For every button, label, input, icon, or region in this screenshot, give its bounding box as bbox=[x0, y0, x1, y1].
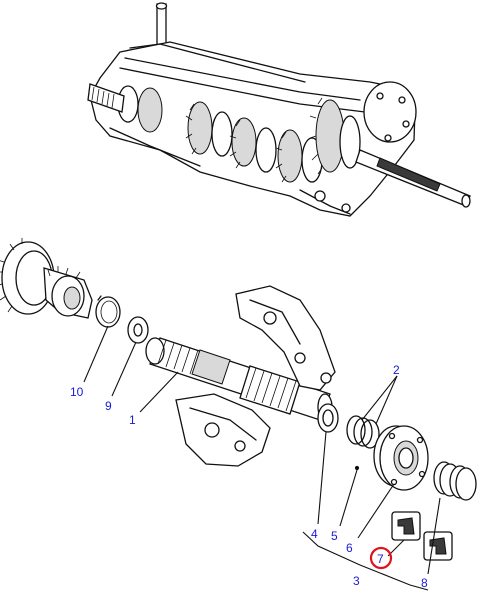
leader-3-bracket bbox=[302, 531, 429, 591]
exploded-shaft-illustration bbox=[0, 238, 477, 561]
seal-detail-part bbox=[391, 511, 421, 541]
circlip-part bbox=[95, 295, 121, 328]
callout-4[interactable]: 4 bbox=[311, 527, 318, 541]
callout-3[interactable]: 3 bbox=[353, 574, 360, 588]
bearing-housing-part bbox=[373, 425, 429, 491]
gear-cluster-top bbox=[117, 85, 361, 183]
pin-part bbox=[354, 465, 360, 471]
bearing-cone-part bbox=[317, 403, 339, 433]
leader-1 bbox=[139, 371, 179, 413]
callout-5[interactable]: 5 bbox=[331, 529, 338, 543]
leader-2b bbox=[375, 375, 398, 425]
callout-leaders bbox=[83, 325, 441, 591]
callout-7-highlight-ring bbox=[369, 546, 393, 570]
leader-6 bbox=[357, 483, 395, 539]
callout-7[interactable]: 7 bbox=[377, 552, 384, 566]
callout-9[interactable]: 9 bbox=[105, 399, 112, 413]
leader-10 bbox=[83, 325, 109, 383]
gear-illustration bbox=[0, 238, 93, 319]
leader-8 bbox=[427, 497, 441, 575]
seal-detail-part-8 bbox=[423, 531, 453, 561]
leader-5 bbox=[339, 469, 358, 527]
leader-9 bbox=[111, 341, 137, 397]
callout-6[interactable]: 6 bbox=[346, 541, 353, 555]
thrust-washer-part bbox=[127, 316, 149, 344]
housing-illustration bbox=[175, 285, 336, 467]
leader-2a bbox=[361, 375, 398, 421]
callout-8[interactable]: 8 bbox=[421, 576, 428, 590]
bearing-cup-part bbox=[433, 461, 477, 501]
main-shaft-part bbox=[145, 337, 333, 421]
callout-10[interactable]: 10 bbox=[70, 385, 84, 399]
leader-4 bbox=[317, 431, 327, 525]
callout-2[interactable]: 2 bbox=[393, 363, 400, 377]
shims-part bbox=[346, 415, 380, 449]
transmission-assembly-illustration bbox=[87, 2, 471, 217]
callout-1[interactable]: 1 bbox=[129, 413, 136, 427]
